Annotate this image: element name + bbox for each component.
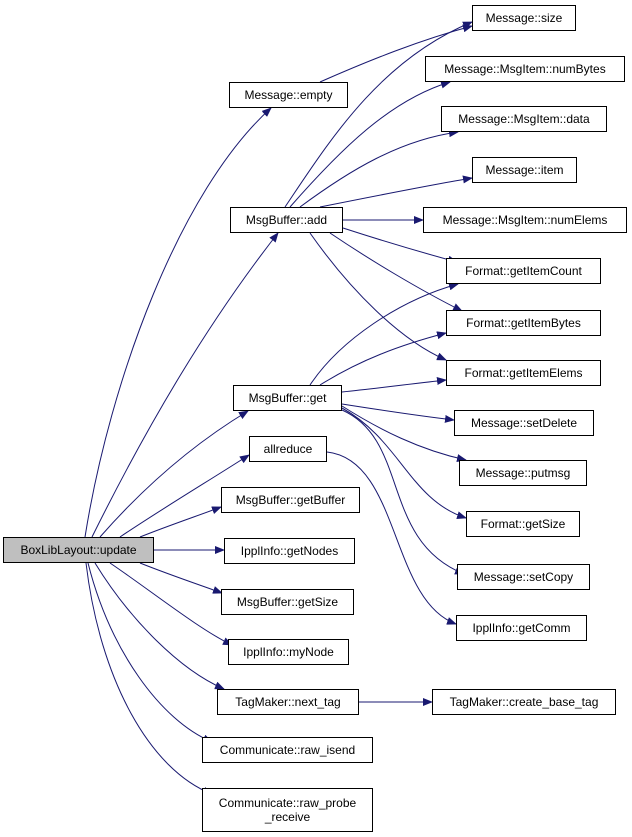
edge-add-itembytes [329,232,463,312]
node-boxliblayout-update[interactable]: BoxLibLayout::update [3,537,154,563]
edge-allreduce-getcomm [326,451,457,625]
edge-add-size [284,21,473,208]
node-format-getitemelems[interactable]: Format::getItemElems [446,360,601,386]
node-communicate-raw-isend[interactable]: Communicate::raw_isend [202,737,373,763]
edge-update-add [91,232,279,538]
edge-get-putmsg [341,405,467,462]
node-format-getsize[interactable]: Format::getSize [466,511,580,537]
edge-update-getbuffer [139,506,222,538]
node-communicate-raw-probe-receive[interactable]: Communicate::raw_probe _receive [202,788,373,832]
edge-get-itembytes [319,331,447,386]
edge-update-get [99,410,249,538]
edge-empty-size [319,24,473,83]
edge-update-rawprobe [85,562,213,795]
edge-add-data [299,129,459,208]
edge-get-setdelete [341,403,455,423]
edge-update-empty [84,107,272,538]
node-tagmaker-next-tag[interactable]: TagMaker::next_tag [217,689,359,715]
node-msgbuffer-getbuffer[interactable]: MsgBuffer::getBuffer [221,487,360,513]
edge-update-rawisend [87,562,213,743]
node-format-getitembytes[interactable]: Format::getItemBytes [446,310,601,336]
edge-add-item [319,175,473,208]
node-message-size[interactable]: Message::size [472,5,576,31]
node-tagmaker-create-base-tag[interactable]: TagMaker::create_base_tag [432,689,616,715]
node-message-empty[interactable]: Message::empty [229,82,348,108]
edge-add-numbytes [289,80,451,208]
node-format-getitemcount[interactable]: Format::getItemCount [446,258,601,284]
node-msgbuffer-get[interactable]: MsgBuffer::get [233,385,342,411]
edge-get-fgetsize [341,407,467,520]
node-ipplinfo-getnodes[interactable]: IpplInfo::getNodes [224,538,355,564]
node-message-setcopy[interactable]: Message::setCopy [457,564,590,590]
edge-update-nexttag [94,562,225,690]
edge-add-itemelems [309,232,447,361]
node-msgbuffer-add[interactable]: MsgBuffer::add [230,207,343,233]
edge-get-itemelems [341,377,447,393]
edge-update-getsize [139,562,223,594]
node-message-putmsg[interactable]: Message::putmsg [459,460,587,486]
node-message-msgitem-numelems[interactable]: Message::MsgItem::numElems [423,207,627,233]
edge-get-itemcount [309,282,459,386]
node-msgbuffer-getsize[interactable]: MsgBuffer::getSize [221,589,354,615]
edge-add-itemcount [342,227,458,264]
edge-update-mynode [109,562,233,646]
node-message-msgitem-data[interactable]: Message::MsgItem::data [441,106,607,132]
edge-update-allreduce [119,454,250,538]
node-ipplinfo-mynode[interactable]: IpplInfo::myNode [228,639,349,665]
node-message-msgitem-numbytes[interactable]: Message::MsgItem::numBytes [425,56,625,82]
edge-get-setcopy [341,409,465,575]
node-ipplinfo-getcomm[interactable]: IpplInfo::getComm [456,615,587,641]
node-message-item[interactable]: Message::item [472,157,577,183]
node-message-setdelete[interactable]: Message::setDelete [454,410,594,436]
node-allreduce[interactable]: allreduce [249,436,327,462]
